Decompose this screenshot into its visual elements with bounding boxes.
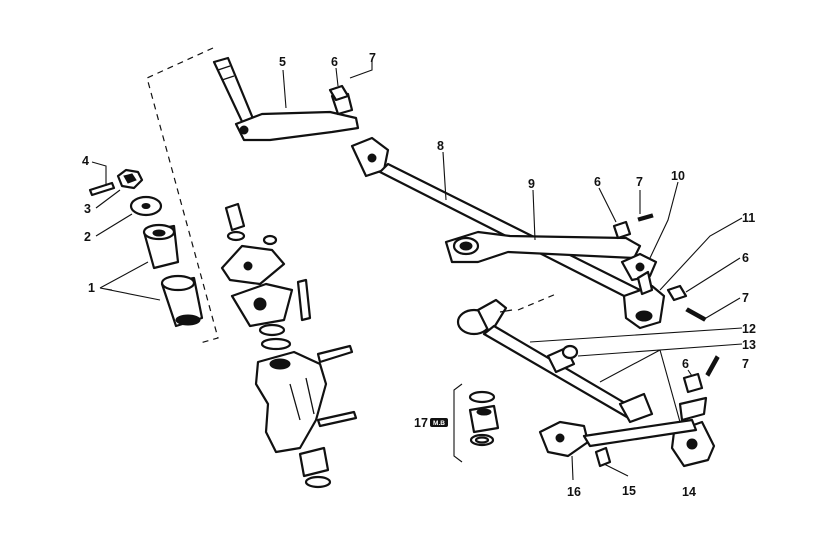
part-7-cotter-pin-right (685, 297, 741, 322)
callout-6-mid: 6 (594, 175, 601, 189)
callout-7-top: 7 (369, 51, 376, 65)
part-6-nut-lower (682, 369, 704, 394)
part-1-bushing-lower (160, 274, 204, 328)
center-pin (224, 202, 246, 242)
callout-1: 1 (88, 281, 95, 295)
center-cap (220, 234, 286, 286)
callout-11: 11 (742, 211, 755, 225)
part-3-nut (95, 168, 144, 209)
kit-badge-label: M.B (433, 420, 445, 427)
part-11-end-socket (622, 217, 743, 330)
callout-2: 2 (84, 230, 91, 244)
callout-8: 8 (437, 139, 444, 153)
callout-6-right: 6 (742, 251, 749, 265)
part-10-ball-joint (620, 181, 679, 282)
callout-16: 16 (567, 485, 581, 499)
callout-10: 10 (671, 169, 685, 183)
callout-15: 15 (622, 484, 636, 498)
callout-4: 4 (82, 154, 89, 168)
callout-17: 17 (414, 416, 428, 430)
part-2-washer (95, 195, 163, 237)
part-1-bushing-upper (142, 223, 180, 270)
callout-7-mid: 7 (636, 175, 643, 189)
callout-7-right: 7 (742, 291, 749, 305)
part-9-steering-arm (444, 189, 642, 264)
callout-14: 14 (682, 485, 696, 499)
callout-5: 5 (279, 55, 286, 69)
part-7-cotter-pin-lower (705, 355, 720, 377)
part-16-lower-bracket (538, 418, 698, 481)
part-6-nut-mid (598, 187, 632, 240)
part-6-nut-top (328, 67, 350, 102)
part-5-idler-arm (212, 56, 360, 142)
part-15-bolt (594, 446, 629, 477)
part-6-nut-right (666, 257, 741, 302)
assembly-dash-mid (517, 293, 557, 311)
center-flange (230, 278, 312, 328)
part-8-tie-rod (350, 136, 642, 302)
center-bottom-bushing (298, 446, 332, 489)
callout-13: 13 (742, 338, 756, 352)
callout-6-top: 6 (331, 55, 338, 69)
callout-3: 3 (84, 202, 91, 216)
callout-9: 9 (528, 177, 535, 191)
center-washers (258, 323, 292, 351)
part-7-cotter-pin-mid (637, 190, 654, 222)
center-knuckle-housing (254, 344, 358, 454)
callout-12: 12 (742, 322, 756, 336)
kit-badge: M.B (430, 418, 448, 427)
group-bracket-left (146, 47, 219, 344)
callout-6-lower: 6 (682, 357, 689, 371)
callout-7-lower: 7 (742, 357, 749, 371)
part-17-repair-kit (453, 383, 500, 463)
part-4-screw (88, 161, 116, 197)
part-7-cotter-pin-top (349, 62, 373, 79)
